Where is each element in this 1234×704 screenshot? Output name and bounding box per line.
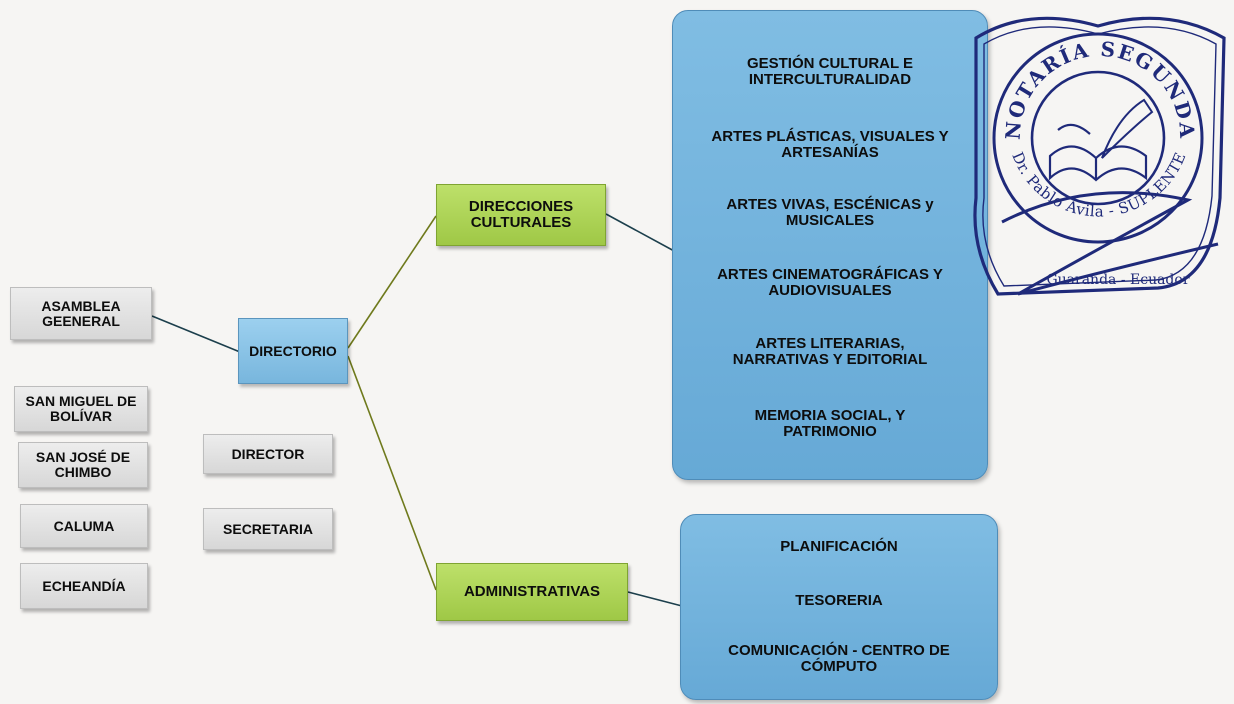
stamp-outer-ring: [992, 32, 1204, 244]
canton-box: SAN JOSÉ DE CHIMBO: [18, 442, 148, 488]
notary-stamp: NOTARÍA SEGUNDA Dr. Pablo Avila - SUPLEN…: [973, 16, 1226, 296]
stamp-scroll: [1001, 191, 1219, 296]
canton-box: ECHEANDÍA: [20, 563, 148, 609]
connector-asamblea-directorio: [151, 315, 241, 353]
asamblea-general-box: ASAMBLEA GEENERAL: [10, 287, 152, 340]
direcciones-panel: GESTIÓN CULTURAL E INTERCULTURALIDAD ART…: [672, 10, 988, 480]
connector-directorio-direcciones: [347, 215, 437, 349]
quill-icon: [1101, 98, 1154, 159]
administrativas-box: ADMINISTRATIVAS: [436, 563, 628, 621]
stamp-inner-ring: [1030, 70, 1166, 206]
direccion-item: ARTES PLÁSTICAS, VISUALES Y ARTESANÍAS: [711, 128, 949, 161]
administrativas-panel: PLANIFICACIÓN TESORERIA COMUNICACIÓN - C…: [680, 514, 998, 700]
stamp-shield-inner: [982, 26, 1217, 287]
connector-directorio-administrativas: [347, 355, 437, 591]
book-icon: [1048, 123, 1148, 182]
stamp-location: Guaranda - Ecuador: [1046, 272, 1189, 288]
secretaria-box: SECRETARIA: [203, 508, 333, 550]
direccion-item: ARTES CINEMATOGRÁFICAS Y AUDIOVISUALES: [717, 266, 943, 299]
canton-box: SAN MIGUEL DE BOLÍVAR: [14, 386, 148, 432]
direccion-item: GESTIÓN CULTURAL E INTERCULTURALIDAD: [746, 55, 914, 88]
connector-administrativas-panel: [627, 591, 683, 607]
administrativa-item: TESORERIA: [795, 592, 883, 609]
administrativa-item: COMUNICACIÓN - CENTRO DE CÓMPUTO: [728, 642, 950, 675]
administrativa-item: PLANIFICACIÓN: [780, 538, 898, 555]
stamp-top-text: NOTARÍA SEGUNDA: [1001, 37, 1200, 141]
director-box: DIRECTOR: [203, 434, 333, 474]
direccion-item: ARTES LITERARIAS, NARRATIVAS Y EDITORIAL: [732, 335, 928, 368]
directorio-box: DIRECTORIO: [238, 318, 348, 384]
connector-direcciones-panel: [605, 213, 677, 253]
stamp-shield-outline: [973, 16, 1226, 296]
direccion-item: ARTES VIVAS, ESCÉNICAS y MUSICALES: [726, 196, 934, 229]
direcciones-culturales-box: DIRECCIONES CULTURALES: [436, 184, 606, 246]
canton-box: CALUMA: [20, 504, 148, 548]
direccion-item: MEMORIA SOCIAL, Y PATRIMONIO: [754, 407, 906, 440]
